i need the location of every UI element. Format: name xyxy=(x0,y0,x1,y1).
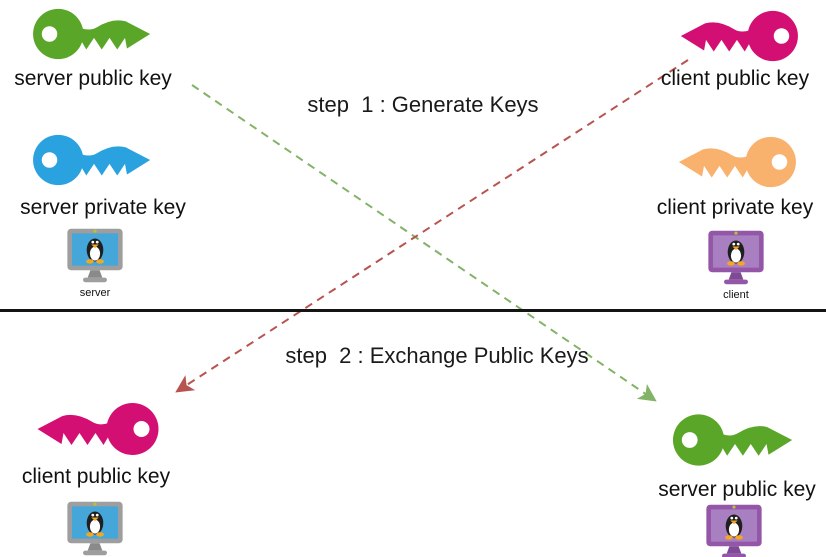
client-public-key-label-bottom: client public key xyxy=(21,465,171,488)
step1-title: step 1 : Generate Keys xyxy=(307,92,539,117)
tux-icon xyxy=(86,511,104,537)
monitor-icon xyxy=(67,501,123,556)
server-computer-top: server xyxy=(60,226,130,299)
client-public-key-label-top: client public key xyxy=(660,67,810,90)
server-computer-label: server xyxy=(79,287,111,299)
server-public-key-label-top: server public key xyxy=(14,67,172,90)
client-private-key-icon xyxy=(669,132,799,192)
client-private-key-label: client private key xyxy=(656,196,814,219)
power-dot-icon xyxy=(93,229,97,233)
power-dot-icon xyxy=(734,231,738,235)
server-public-key-icon-top xyxy=(30,4,160,64)
power-dot-icon xyxy=(732,505,736,509)
client-computer-bottom xyxy=(699,502,769,557)
step2-title: step 2 : Exchange Public Keys xyxy=(285,343,589,368)
tux-icon xyxy=(727,240,745,266)
client-public-key-icon-top xyxy=(671,6,801,66)
server-public-key-label-bottom: server public key xyxy=(658,478,816,501)
server-public-key-icon-bottom xyxy=(671,409,801,469)
tux-icon xyxy=(725,514,743,540)
monitor-icon xyxy=(708,230,764,285)
client-computer-label: client xyxy=(723,289,749,301)
tux-icon xyxy=(86,238,104,264)
monitor-icon xyxy=(67,228,123,283)
monitor-icon xyxy=(706,504,762,557)
power-dot-icon xyxy=(93,502,97,506)
server-private-key-icon xyxy=(30,130,160,190)
server-computer-bottom xyxy=(60,499,130,557)
client-public-key-icon-bottom xyxy=(27,398,159,458)
section-divider xyxy=(0,309,826,312)
client-computer-top: client xyxy=(701,228,771,301)
server-private-key-label: server private key xyxy=(20,196,186,219)
